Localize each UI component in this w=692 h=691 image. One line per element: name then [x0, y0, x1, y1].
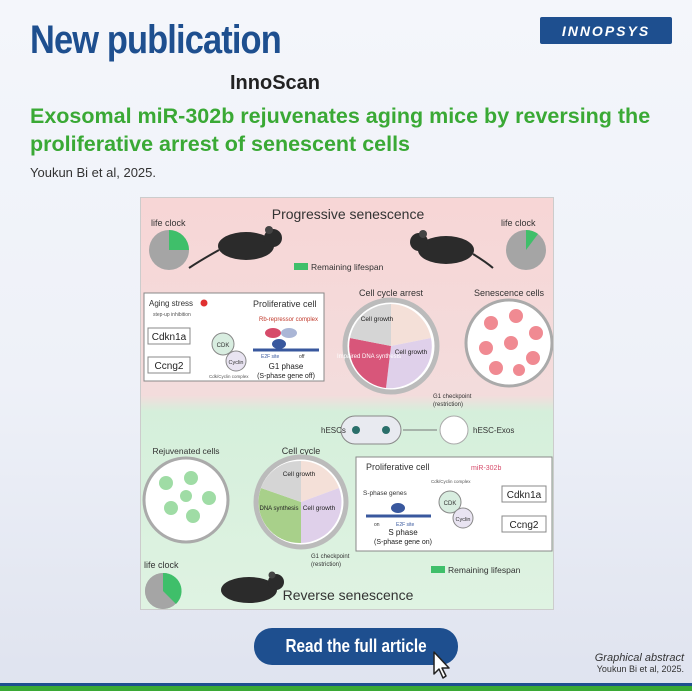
figure-caption: Graphical abstract Youkun Bi et al, 2025… — [595, 652, 684, 674]
cell-growth-label-2: Cell growth — [395, 349, 428, 356]
ccng2-label-1: Ccng2 — [155, 361, 184, 372]
cdk-cyclin-complex-label-1: Cdk/Cyclin complex — [209, 374, 249, 379]
remaining-lifespan-swatch-1 — [294, 263, 308, 270]
hescs-label: hESCs — [321, 426, 346, 435]
ccng2-box-2 — [501, 515, 547, 533]
dna-synthesis-slice — [258, 488, 301, 544]
cyclin-label-1: Cyclin — [229, 360, 244, 366]
rejuvenated-cell-group — [159, 471, 216, 523]
impaired-dna-label: Impaired DNA synthesis — [337, 354, 401, 360]
cdk-circle-1 — [211, 332, 235, 356]
read-full-article-label: Read the full article — [285, 636, 427, 656]
ccng2-box-1 — [147, 356, 191, 374]
cell-growth-label-4: Cell growth — [303, 505, 336, 512]
cdkn1a-label-2: Cdkn1a — [507, 490, 542, 501]
cdkn1a-box-2 — [501, 485, 547, 503]
senescence-cells-label: Senescence cells — [474, 288, 545, 298]
hesc-dot-2 — [382, 426, 390, 434]
aging-stress-dot — [200, 299, 208, 307]
cycle-growth-slice-3 — [261, 460, 301, 502]
dna-synthesis-label: DNA synthesis — [259, 506, 298, 512]
article-authors: Youkun Bi et al, 2025. — [30, 165, 157, 180]
on-label: on — [374, 522, 380, 528]
s-phase-gene-on-label: (S-phase gene on) — [374, 539, 432, 546]
hescs-capsule — [340, 415, 402, 445]
rb-protein — [265, 328, 281, 338]
bottom-accent-bar-blue — [0, 683, 692, 686]
step-up-inhibition-label: step-up inhibition — [153, 312, 191, 318]
life-clock-1-slice — [169, 230, 189, 250]
ccng2-label-2: Ccng2 — [510, 520, 539, 531]
life-clock-label-1: life clock — [151, 218, 186, 228]
remaining-lifespan-swatch-2 — [431, 566, 445, 573]
hdac-protein — [281, 328, 297, 338]
arrest-growth-slice-3 — [350, 304, 391, 346]
cyclin-label-2: Cyclin — [456, 517, 471, 523]
brand-logo: INNOPSYS — [540, 17, 672, 44]
arrest-growth-slice-2 — [386, 338, 432, 389]
pointer-cursor-icon — [433, 651, 450, 679]
rb-repressor-label: Rb-repressor complex — [259, 317, 318, 323]
hesc-exos-label: hESC-Exos — [473, 426, 514, 435]
e2f-site-label-1: E2F site — [261, 354, 280, 360]
cyclin-circle-1 — [225, 350, 247, 372]
cyclin-circle-2 — [452, 507, 474, 529]
mouse-icon-rejuvenated — [221, 571, 284, 603]
restriction-label-2: (restriction) — [311, 562, 341, 568]
mouse-icon — [188, 226, 282, 269]
hesc-exos-dish — [439, 415, 469, 445]
reverse-senescence-title: Reverse senescence — [283, 587, 414, 603]
g1-phase-label: G1 phase — [269, 362, 304, 371]
read-full-article-button[interactable]: Read the full article — [254, 628, 458, 665]
e2f-protein-2 — [391, 503, 405, 513]
rejuvenated-cells-label: Rejuvenated cells — [152, 446, 219, 456]
progressive-senescence-title: Progressive senescence — [272, 206, 425, 222]
life-clock-label-2: life clock — [501, 218, 536, 228]
proliferative-cell-label-1: Proliferative cell — [253, 299, 317, 309]
caption-authors: Youkun Bi et al, 2025. — [596, 664, 684, 674]
graphical-abstract-figure: Progressive senescence life clock life c… — [142, 206, 553, 609]
mir302b-label: miR-302b — [471, 465, 501, 472]
g1-checkpoint-label-1: G1 checkpoint — [433, 394, 472, 400]
cdk-label-2: CDK — [444, 501, 457, 507]
e2f-protein-1 — [272, 339, 286, 349]
s-phase-genes-label: S-phase genes — [363, 490, 407, 497]
remaining-lifespan-label-2: Remaining lifespan — [448, 565, 521, 575]
article-title: Exosomal miR-302b rejuvenates aging mice… — [30, 104, 651, 156]
life-clock-label-3: life clock — [144, 560, 179, 570]
cdkn1a-label-1: Cdkn1a — [152, 332, 187, 343]
life-clock-3-slice — [163, 572, 182, 604]
s-phase-gene-off-label: (S-phase gene off) — [257, 373, 315, 380]
cell-growth-label-3: Cell growth — [283, 471, 316, 478]
hesc-dot-1 — [352, 426, 360, 434]
g1-checkpoint-label-2: G1 checkpoint — [311, 554, 350, 560]
off-label: off — [299, 354, 305, 360]
proliferative-cell-label-2: Proliferative cell — [366, 462, 430, 472]
restriction-label-1: (restriction) — [433, 402, 463, 408]
senescent-cell-group — [479, 309, 543, 376]
caption-title: Graphical abstract — [594, 652, 684, 664]
cell-growth-label-1: Cell growth — [361, 316, 394, 323]
cdkn1a-box-1 — [147, 327, 191, 345]
arrest-growth-slice-1 — [391, 304, 431, 346]
cycle-growth-slice-2 — [301, 488, 342, 543]
mouse-icon-aged — [410, 230, 494, 269]
cdk-circle-2 — [438, 490, 462, 514]
remaining-lifespan-label-1: Remaining lifespan — [311, 262, 384, 272]
cell-cycle-label: Cell cycle — [282, 446, 321, 456]
cdk-label-1: CDK — [217, 343, 230, 349]
life-clock-2-slice — [526, 230, 538, 250]
cdk-cyclin-complex-label-2: Cdk/Cyclin complex — [431, 479, 471, 484]
s-phase-label: S phase — [388, 528, 418, 537]
headline: New publication — [30, 18, 282, 62]
aging-stress-label: Aging stress — [149, 299, 193, 308]
graphical-abstract: Progressive senescence life clock life c… — [140, 197, 554, 610]
cell-cycle-arrest-label: Cell cycle arrest — [359, 288, 424, 298]
impaired-dna-slice — [349, 338, 391, 388]
cycle-growth-slice-1 — [301, 461, 339, 502]
e2f-site-label-2: E2F site — [396, 522, 415, 528]
product-name: InnoScan — [230, 72, 321, 94]
bottom-accent-bar-green — [0, 686, 692, 691]
